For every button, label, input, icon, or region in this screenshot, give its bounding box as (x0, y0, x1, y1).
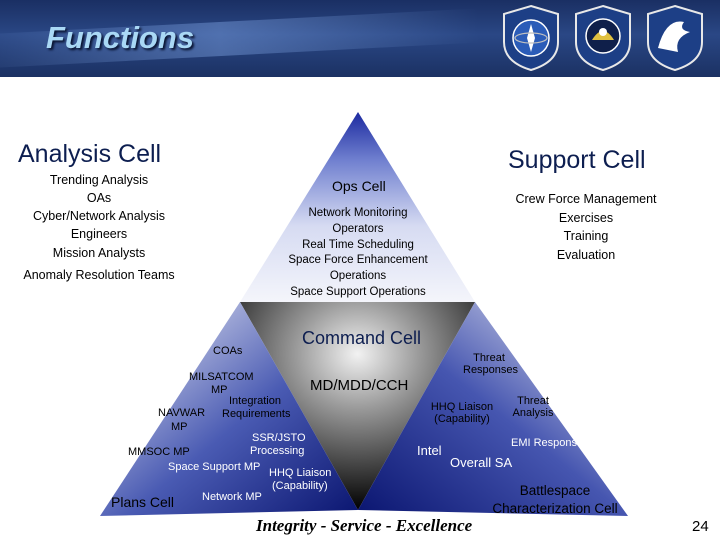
slide-footer-motto: Integrity - Service - Excellence (256, 516, 473, 535)
14th-air-force-seal (575, 4, 631, 72)
page-number: 24 (692, 518, 709, 535)
plans-cell-region (100, 302, 358, 516)
bcc-intel: Intel (417, 443, 442, 458)
analysis-item: Anomaly Resolution Teams (23, 268, 175, 282)
plans-space-support-mp: Space Support MP (168, 461, 261, 473)
analysis-item: Mission Analysts (52, 246, 146, 260)
analysis-cell-list: Trending Analysis OAs Cyber/Network Anal… (20, 171, 178, 285)
ops-cell-region (240, 112, 475, 302)
50th-space-wing-seal (647, 4, 703, 72)
plans-network-mp: Network MP (202, 491, 262, 503)
command-cell-md: MD/MDD/CCH (310, 377, 409, 394)
analysis-item: OAs (86, 191, 112, 205)
ops-item: Network Monitoring (308, 207, 408, 219)
plans-milsatcom: MILSATCOM (189, 371, 254, 383)
ops-item: Space Force Enhancement (288, 254, 428, 267)
bcc-threat-responses-line2: Responses (463, 364, 519, 376)
plans-processing: Processing (250, 445, 305, 457)
bcc-title-line2: Characterization Cell (492, 501, 618, 516)
plans-coas: COAs (213, 345, 243, 357)
ops-item: Operations (329, 270, 387, 283)
support-cell-title: Support Cell (508, 146, 646, 174)
analysis-item: Trending Analysis (49, 173, 149, 187)
ops-item: Space Support Operations (290, 285, 426, 298)
bcc-threat-analysis-line2: Analysis (512, 407, 554, 419)
plans-mp-2: MP (171, 421, 188, 433)
bcc-threat-analysis-line1: Threat (517, 395, 549, 407)
ops-cell-list: Network Monitoring Operators Real Time S… (280, 206, 436, 301)
ops-item: Operators (332, 222, 384, 235)
support-item: Evaluation (556, 247, 616, 262)
ops-item: Real Time Scheduling (302, 238, 414, 251)
ops-cell-title: Ops Cell (332, 178, 386, 194)
analysis-item: Cyber/Network Analysis (33, 209, 165, 223)
command-cell-region (240, 302, 475, 510)
analysis-cell-title: Analysis Cell (18, 140, 162, 168)
plans-hhq-liaison: HHQ Liaison (269, 467, 332, 479)
bcc-hhq-liaison-line2: (Capability) (434, 413, 490, 425)
bcc-title: Battlespace Characterization Cell (484, 482, 626, 518)
plans-capability: (Capability) (272, 480, 328, 492)
air-force-space-command-seal (503, 4, 559, 72)
command-cell-title: Command Cell (302, 328, 422, 348)
plans-navwar: NAVWAR (158, 407, 206, 419)
plans-cell-title: Plans Cell (111, 494, 175, 510)
header-banner: Functions (0, 0, 720, 77)
bcc-threat-analysis: Threat Analysis (510, 395, 556, 419)
plans-integration: Integration (229, 395, 281, 407)
bcc-threat-responses: Threat Responses (463, 352, 519, 376)
plans-requirements: Requirements (222, 408, 291, 420)
bcc-title-line1: Battlespace (519, 483, 591, 498)
slide-title: Functions (46, 20, 195, 55)
bcc-region (358, 302, 628, 516)
plans-mp-1: MP (211, 384, 228, 396)
bcc-hhq-liaison-line1: HHQ Liaison (430, 401, 494, 413)
bcc-emi-response: EMI Response (511, 437, 584, 449)
support-item: Crew Force Management (515, 192, 657, 206)
support-item: Exercises (558, 210, 614, 225)
bcc-overall-sa: Overall SA (450, 455, 513, 470)
bcc-hhq-liaison: HHQ Liaison (Capability) (429, 401, 495, 425)
plans-ssr-jsto: SSR/JSTO (252, 432, 306, 444)
analysis-item: Engineers (70, 227, 128, 241)
support-item: Training (563, 229, 609, 243)
support-cell-list: Crew Force Management Exercises Training… (508, 190, 664, 264)
plans-mmsoc-mp: MMSOC MP (128, 446, 190, 458)
bcc-threat-responses-line1: Threat (473, 352, 505, 364)
